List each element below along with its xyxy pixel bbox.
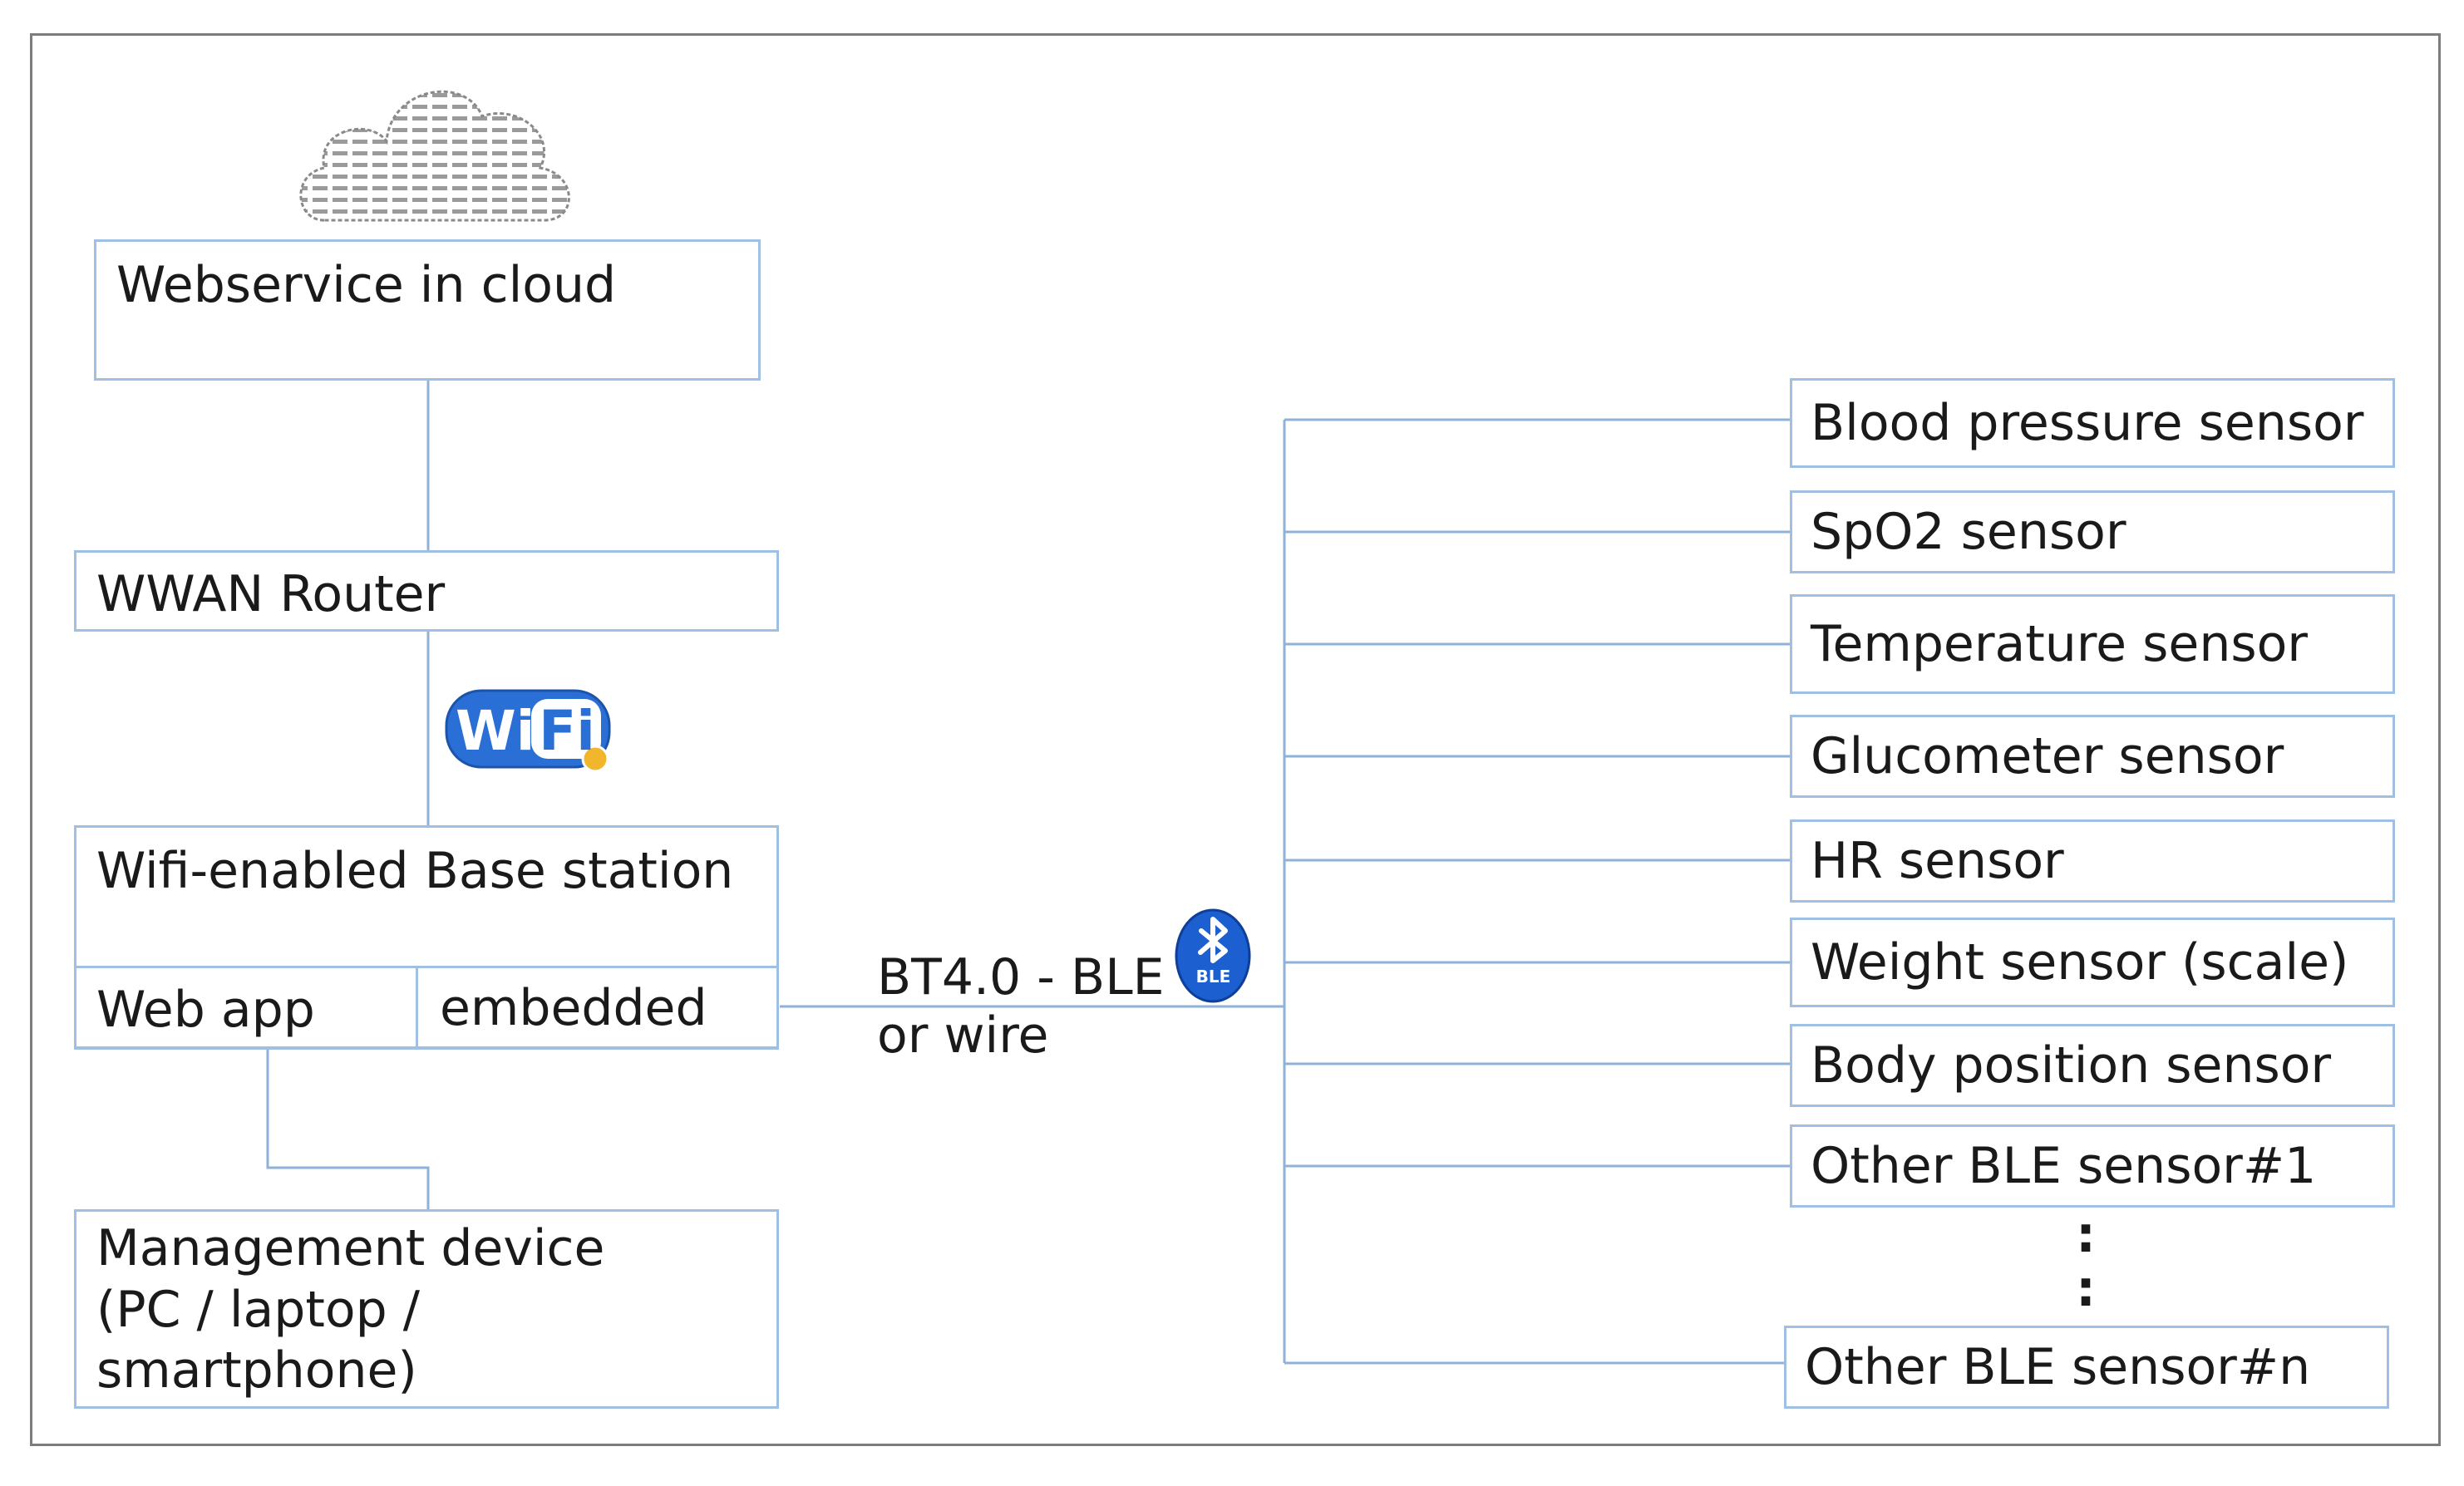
sensor-box: Weight sensor (scale)	[1790, 918, 2395, 1007]
sensor-label: Glucometer sensor	[1811, 727, 2284, 785]
ble-badge-text: BLE	[1195, 967, 1231, 987]
sensor-box: Body position sensor	[1790, 1024, 2395, 1107]
management-device-box: Management device (PC / laptop / smartph…	[74, 1209, 779, 1409]
web-app-box: Web app	[74, 966, 418, 1049]
wifi-logo-text-fi: Fi	[539, 699, 595, 763]
sensor-box: Other BLE sensor#n	[1784, 1326, 2389, 1409]
embedded-box: embedded	[416, 966, 779, 1049]
sensor-label: Temperature sensor	[1811, 615, 2308, 673]
management-line-2: (PC / laptop /	[96, 1281, 420, 1339]
sensor-label: Weight sensor (scale)	[1811, 933, 2349, 991]
sensor-box: Other BLE sensor#1	[1790, 1124, 2395, 1208]
router-label: WWAN Router	[96, 565, 446, 623]
wifi-logo-icon	[445, 689, 611, 773]
embedded-label: embedded	[440, 979, 707, 1037]
sensor-label: Other BLE sensor#n	[1805, 1338, 2311, 1396]
cloud-icon	[299, 90, 570, 222]
sensor-box: HR sensor	[1790, 819, 2395, 903]
base-station-label: Wifi-enabled Base station	[96, 842, 734, 900]
bluetooth-ble-icon	[1175, 908, 1251, 1003]
sensor-label: SpO2 sensor	[1811, 503, 2126, 561]
sensor-box: Blood pressure sensor	[1790, 378, 2395, 468]
sensor-label: HR sensor	[1811, 832, 2064, 890]
web-app-label: Web app	[96, 981, 315, 1039]
diagram-frame	[30, 33, 2441, 1446]
ellipsis-dots: :	[2076, 1206, 2096, 1264]
sensor-label: Body position sensor	[1811, 1036, 2332, 1095]
link-label-line-1: BT4.0 - BLE	[877, 948, 1165, 1006]
wifi-logo-text-wi: Wi	[456, 699, 535, 763]
webservice-label: Webservice in cloud	[116, 256, 617, 314]
sensor-box: Glucometer sensor	[1790, 715, 2395, 798]
management-line-3: smartphone)	[96, 1341, 417, 1400]
sensor-box: SpO2 sensor	[1790, 490, 2395, 573]
sensor-label: Blood pressure sensor	[1811, 394, 2364, 452]
line-webapp-management	[266, 1049, 430, 1209]
sensor-box: Temperature sensor	[1790, 594, 2395, 694]
management-line-1: Management device	[96, 1219, 605, 1277]
ellipsis-dots: :	[2076, 1260, 2096, 1318]
sensor-label: Other BLE sensor#1	[1811, 1137, 2317, 1195]
webservice-box: Webservice in cloud	[94, 239, 761, 381]
wwan-router-box: WWAN Router	[74, 550, 779, 632]
link-label-line-2: or wire	[877, 1006, 1049, 1065]
